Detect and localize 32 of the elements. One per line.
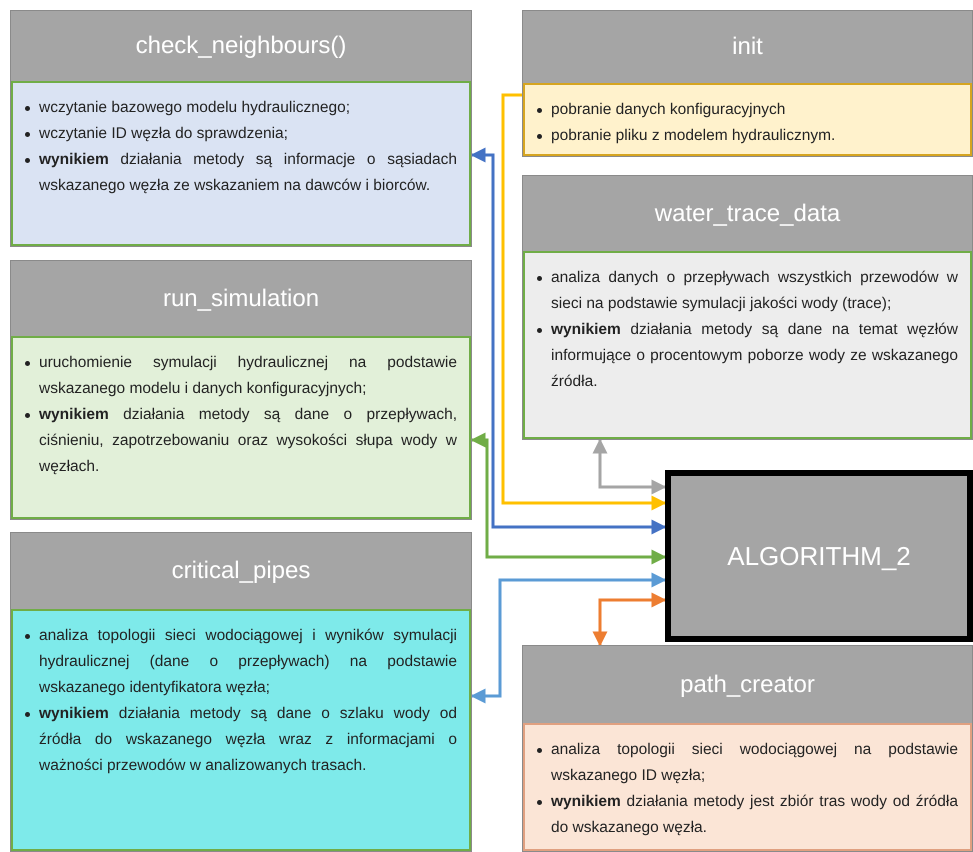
module-card xyxy=(522,175,973,440)
connector-arrow xyxy=(470,432,666,564)
module-title: check_neighbours() xyxy=(11,11,471,81)
module-card xyxy=(10,10,472,247)
bullet-text: analiza topologii sieci wodociągowej i wyników symulacji hydraulicznej (dane o przepływach) na podstawie wskazanego identyfikatora węzła; xyxy=(39,626,457,698)
module-title: water_trace_data xyxy=(523,176,972,251)
main-box: ALGORITHM_2 xyxy=(665,470,973,642)
bullet-text: analiza topologii sieci wodociągowej na podstawie wskazanego ID węzła; xyxy=(551,740,958,786)
connector-arrow xyxy=(502,94,666,510)
connector-arrow xyxy=(470,572,666,704)
bullet-text: wynikiem działania metody są dane o szlaku wody od źródła do wskazanego węzła wraz z informacjami o ważności przewodów w analizowanych trasach. xyxy=(39,704,457,776)
module-card xyxy=(10,260,472,520)
bullet-text: wczytanie ID węzła do sprawdzenia; xyxy=(39,124,288,144)
module-title: path_creator xyxy=(523,646,972,723)
bullet-text: wynikiem działania metody są dane na temat węzłów informujące o procentowym poborze wody ze wskazanego źródła. xyxy=(551,320,958,392)
module-title: init xyxy=(523,11,972,83)
module-card xyxy=(522,645,973,852)
connector-arrow xyxy=(470,148,666,534)
bullet-text: wynikiem działania metody jest zbiór tras wody od źródła do wskazanego węzła. xyxy=(551,792,958,838)
connector-arrow xyxy=(592,592,666,646)
connector-arrow xyxy=(592,438,666,494)
module-card xyxy=(522,10,973,157)
bullet-text: pobranie pliku z modelem hydraulicznym. xyxy=(551,126,836,146)
bullet-text: wynikiem działania metody są dane o przepływach, ciśnieniu, zapotrzebowaniu oraz wysokości słupa wody w węzłach. xyxy=(39,405,457,477)
bullet-text: pobranie danych konfiguracyjnych xyxy=(551,100,786,120)
bullet-text: wynikiem działania metody są informacje o sąsiadach wskazanego węzła ze wskazaniem na dawców i biorców. xyxy=(39,150,457,196)
module-title: run_simulation xyxy=(11,261,471,336)
bullet-text: analiza danych o przepływach wszystkich przewodów w sieci na podstawie symulacji jakości wody (trace); xyxy=(551,268,958,314)
bullet-text: wczytanie bazowego modelu hydraulicznego; xyxy=(39,98,350,118)
module-title: critical_pipes xyxy=(11,533,471,609)
module-card xyxy=(10,532,472,852)
bullet-text: uruchomienie symulacji hydraulicznej na podstawie wskazanego modelu i danych konfiguracyjnych; xyxy=(39,353,457,399)
